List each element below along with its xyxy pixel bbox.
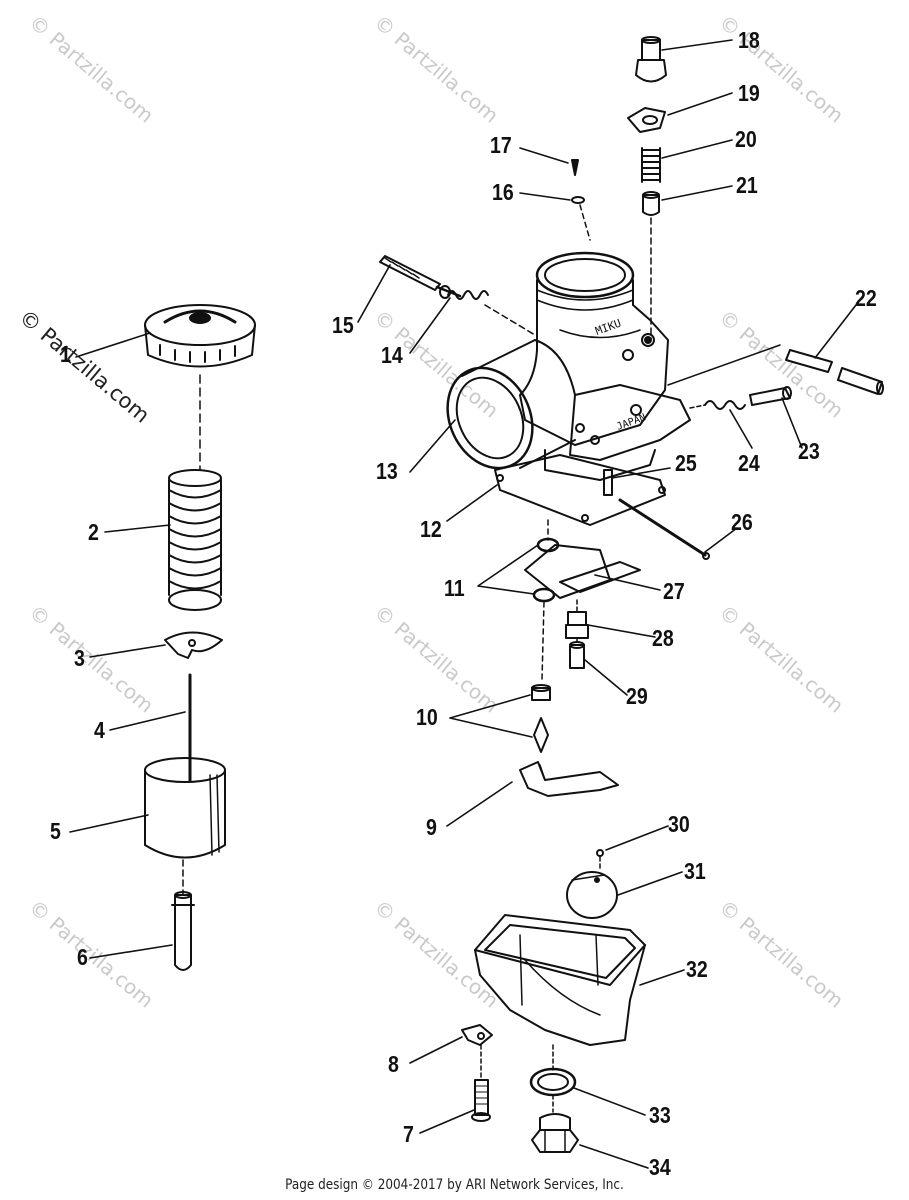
part-screw-small (571, 159, 579, 176)
callout-19: 19 (738, 80, 760, 106)
callout-1: 1 (60, 341, 71, 367)
part-bowl-screw (471, 1079, 491, 1122)
callout-8: 8 (388, 1051, 399, 1077)
callout-22: 22 (855, 285, 877, 311)
callout-27: 27 (663, 578, 685, 604)
callout-4: 4 (94, 717, 105, 743)
callout-21: 21 (736, 172, 758, 198)
callout-18: 18 (738, 27, 760, 53)
part-drain-plug (531, 1113, 579, 1153)
callout-34: 34 (649, 1154, 671, 1180)
part-spring (168, 469, 222, 611)
callout-12: 12 (420, 516, 442, 542)
callout-17: 17 (490, 132, 512, 158)
part-gasket (494, 454, 666, 526)
part-bowl-clip (461, 1024, 493, 1046)
part-pilot-jet-tip (569, 641, 585, 669)
part-idle-screw-spring (704, 400, 746, 410)
part-main-jet (531, 684, 551, 701)
callout-10: 10 (416, 704, 438, 730)
callout-13: 13 (376, 458, 398, 484)
footer-copyright: Page design © 2004-2017 by ARI Network S… (285, 1177, 624, 1193)
part-needle-jet (171, 891, 195, 971)
callout-26: 26 (731, 509, 753, 535)
callout-20: 20 (735, 126, 757, 152)
part-air-screw (379, 255, 462, 299)
part-float-pin-small (596, 849, 604, 857)
part-needle-valve (533, 717, 549, 753)
callout-28: 28 (652, 625, 674, 651)
part-starter-nut (635, 36, 667, 83)
callout-7: 7 (403, 1121, 414, 1147)
body-stamp-bottom: JAPAN (615, 412, 647, 433)
body-stamp-top: MIKU (594, 317, 623, 338)
part-air-screw-spring (447, 290, 536, 336)
part-starter-plate (627, 107, 666, 133)
callout-30: 30 (668, 811, 690, 837)
part-washer-small (571, 196, 585, 204)
part-baffle-plate (524, 544, 641, 599)
part-drain-gasket (529, 1067, 577, 1097)
callout-31: 31 (684, 858, 706, 884)
part-starter-plunger (642, 191, 660, 216)
part-fuel-tube (785, 349, 884, 395)
part-carburetor-body (446, 251, 691, 481)
callout-2: 2 (88, 519, 99, 545)
callout-32: 32 (686, 956, 708, 982)
callout-33: 33 (649, 1102, 671, 1128)
part-float (566, 871, 618, 919)
callout-29: 29 (626, 683, 648, 709)
callout-14: 14 (381, 342, 403, 368)
part-needle-clip (164, 631, 223, 659)
callout-11: 11 (444, 575, 465, 601)
part-throttle-slide (144, 757, 226, 859)
part-float-bowl (474, 914, 646, 1046)
part-float-arm (519, 761, 619, 797)
part-idle-screw (749, 386, 792, 406)
callout-9: 9 (426, 814, 437, 840)
part-cap (144, 304, 256, 368)
part-o-ring (532, 587, 556, 603)
callout-16: 16 (492, 179, 514, 205)
callout-24: 24 (738, 450, 760, 476)
part-starter-spring (641, 147, 661, 183)
part-float-pin (618, 498, 707, 557)
callout-25: 25 (675, 450, 697, 476)
callout-23: 23 (798, 438, 820, 464)
part-pin (603, 469, 613, 496)
callout-3: 3 (74, 645, 85, 671)
callout-6: 6 (77, 944, 88, 970)
part-pilot-jet (565, 611, 589, 639)
callout-15: 15 (332, 312, 354, 338)
callout-5: 5 (50, 818, 61, 844)
